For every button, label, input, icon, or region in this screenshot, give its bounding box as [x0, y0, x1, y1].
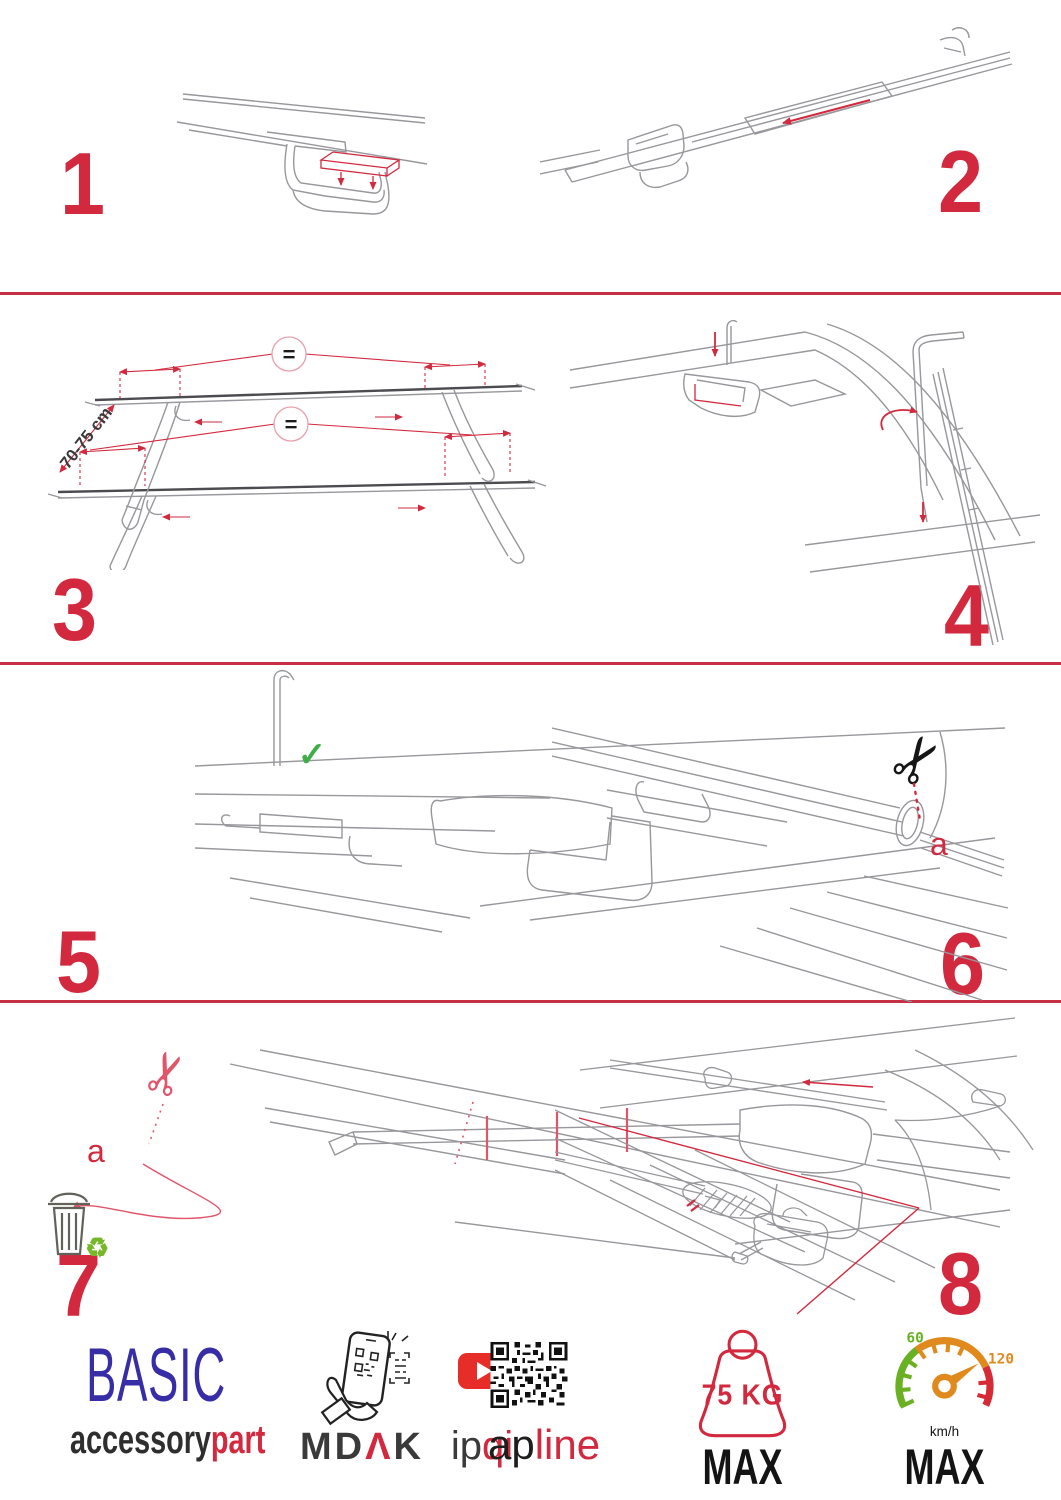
step-6-number: 6: [940, 914, 985, 1013]
scissors-icon: ✂: [875, 719, 961, 801]
equals-symbol: =: [283, 342, 296, 367]
step-4-number: 4: [944, 566, 989, 665]
equal-spacing-icon: = =: [271, 336, 309, 442]
step-1-number: 1: [60, 134, 105, 233]
apline-black: ap: [488, 1421, 535, 1468]
step-6-drawing: ✂ a: [552, 719, 1009, 1002]
step-2-number: 2: [938, 132, 983, 231]
max-load-icon: 75 KG: [698, 1329, 787, 1438]
max-load-label: MAX: [702, 1439, 783, 1495]
divider-3: [0, 1000, 1061, 1003]
dimension-label: 70-75 cm: [56, 403, 116, 472]
ipqi-red: qi: [482, 1424, 514, 1468]
step-7-drawing: ✂ a ♻: [48, 1041, 1011, 1263]
brand-logo-accessorypart: accessorypart: [70, 1420, 265, 1460]
apline-red: line: [534, 1421, 601, 1468]
speed-60-label: 60: [906, 1331, 923, 1347]
mdak-suffix: K: [393, 1426, 424, 1468]
speed-unit-label: km/h: [930, 1424, 959, 1439]
step-5-number: 5: [56, 912, 101, 1011]
equals-symbol: =: [285, 412, 298, 437]
brand-sub-red: part: [210, 1418, 266, 1462]
part-a-label: a: [930, 826, 948, 862]
step-8-drawing: [555, 1017, 1034, 1315]
partner-logo-mdak: MDΛK: [292, 1428, 432, 1466]
divider-1: [0, 292, 1061, 295]
divider-2: [0, 662, 1061, 665]
max-speed-label: MAX: [904, 1439, 985, 1495]
partner-logo-ipqi: ipqi: [442, 1426, 522, 1466]
step-4-drawing: [569, 319, 1041, 646]
phone-scan-icon: [320, 1331, 410, 1426]
recycle-icon: ♻: [85, 1233, 109, 1263]
mdak-prefix: MD: [300, 1426, 366, 1468]
checkmark-icon: ✓: [298, 736, 327, 774]
speed-120-label: 120: [988, 1351, 1014, 1367]
qr-code: [490, 1342, 568, 1408]
step-7-number: 7: [56, 1236, 101, 1335]
mdak-lambda: Λ: [365, 1426, 394, 1468]
step-3-drawing: = = 70-75 cm: [47, 336, 547, 570]
step-1-drawing: [176, 93, 428, 215]
step-3-number: 3: [52, 560, 97, 659]
scissors-icon: ✂: [129, 1041, 204, 1107]
step-8-number: 8: [938, 1234, 983, 1333]
step-2-drawing: [540, 27, 1013, 189]
brand-logo-basic: BASIC: [86, 1333, 226, 1418]
max-load-value: 75 KG: [702, 1379, 784, 1411]
speedometer-icon: 60 120 km/h: [895, 1331, 1014, 1439]
part-a-label: a: [87, 1133, 105, 1169]
ipqi-black: ip: [450, 1424, 482, 1468]
step-5-drawing: ✓: [194, 669, 1006, 933]
trash-bin-icon: [48, 1192, 90, 1256]
partner-logo-apline: apline: [488, 1421, 600, 1468]
brand-sub-black: accessory: [70, 1418, 211, 1462]
